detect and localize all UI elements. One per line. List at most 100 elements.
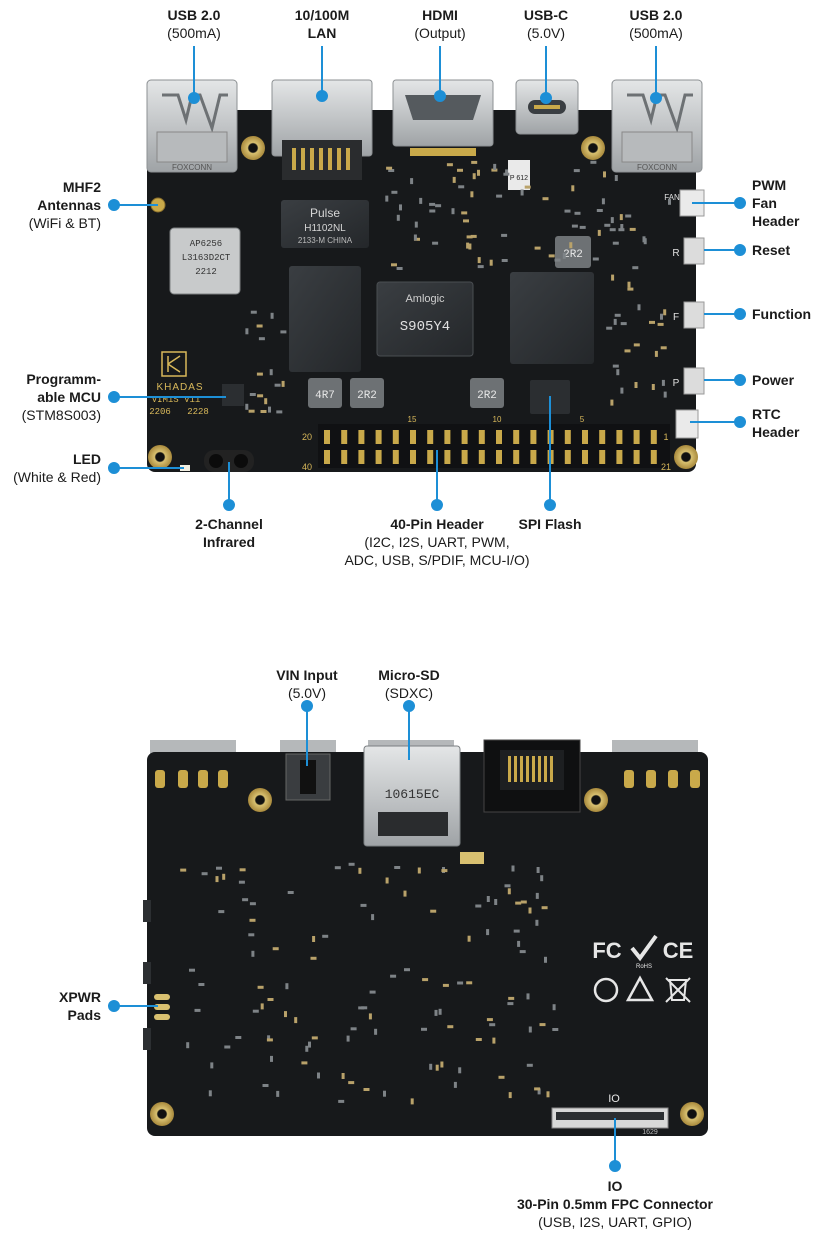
smd-component <box>477 265 484 269</box>
smd-component <box>569 242 573 249</box>
smd-component <box>619 214 623 221</box>
smd-component <box>467 935 471 942</box>
smd-component <box>466 242 470 249</box>
label-function: Function <box>752 305 818 323</box>
smd-component <box>269 369 273 376</box>
smd-component <box>260 410 267 413</box>
smd-component <box>256 324 263 328</box>
smd-component <box>224 1045 231 1049</box>
smd-component <box>218 910 225 914</box>
label-title: RTC <box>752 406 781 422</box>
smd-component <box>249 393 256 396</box>
header-pin <box>513 430 520 444</box>
smd-component <box>242 898 249 902</box>
smd-component <box>189 968 195 972</box>
smd-component <box>546 1091 550 1098</box>
smd-component <box>262 1084 269 1087</box>
smd-component <box>612 241 619 245</box>
smd-component <box>614 313 621 317</box>
header-pin <box>341 430 348 444</box>
callout-dot <box>544 499 556 511</box>
soc-part: S905Y4 <box>400 319 450 335</box>
smd-component <box>414 221 418 228</box>
callout-dot <box>403 700 415 712</box>
smd-component <box>194 1008 201 1012</box>
pin-label-5: 5 <box>580 415 585 424</box>
gold-pads <box>155 770 700 788</box>
smd-component <box>520 189 524 196</box>
smd-component <box>258 337 265 341</box>
smd-component <box>471 160 478 164</box>
power-button-body <box>683 367 705 395</box>
led-indicator <box>180 465 190 471</box>
mount-hole <box>581 136 605 160</box>
smd-component <box>369 990 376 994</box>
smd-component <box>267 998 274 1001</box>
smd-component <box>513 929 520 933</box>
btn-r-silk: R <box>672 248 679 259</box>
smd-component <box>434 1009 438 1016</box>
smd-component <box>457 168 463 172</box>
mount-hole <box>241 136 265 160</box>
smd-component <box>453 1081 457 1088</box>
smd-component <box>573 169 580 173</box>
callout-dot <box>108 199 120 211</box>
pin-label-15: 15 <box>408 415 417 424</box>
smd-component <box>312 936 316 942</box>
btn-f-silk: F <box>673 312 679 323</box>
smd-component <box>430 909 437 913</box>
smd-component <box>657 322 664 326</box>
smd-component <box>515 901 522 905</box>
sd-part-silk: 10615EC <box>385 787 440 802</box>
label-title: 10/100M <box>294 7 350 23</box>
smd-component <box>470 191 474 198</box>
label-title: USB-C <box>523 7 569 23</box>
inductor-label: 4R7 <box>315 390 335 402</box>
smd-component <box>256 372 263 376</box>
pin-label-21: 21 <box>661 462 671 472</box>
header-pin <box>599 450 606 464</box>
smd-component <box>508 996 515 1000</box>
smd-component <box>542 197 549 201</box>
smd-component <box>668 198 671 205</box>
smd-component <box>270 1055 273 1062</box>
label-microsd: Micro-SD (SDXC) <box>349 666 469 702</box>
header-pin <box>324 450 330 464</box>
smd-component <box>537 1088 541 1095</box>
hdmi-connector <box>392 79 494 156</box>
smd-component <box>216 866 222 870</box>
label-sub: (USB, I2S, UART, GPIO) <box>538 1214 692 1230</box>
smd-component <box>311 1036 318 1040</box>
label-title: Reset <box>752 242 791 258</box>
mount-hole <box>680 1102 704 1126</box>
smd-component <box>494 899 498 905</box>
smd-component <box>251 950 255 957</box>
label-title: Header <box>752 213 800 229</box>
ce-mark: CE <box>663 938 694 963</box>
smd-component <box>620 322 627 326</box>
smd-component <box>536 867 540 873</box>
smd-component <box>363 1088 370 1091</box>
header-pin <box>444 450 451 464</box>
board-model-text: VIM1S V11 <box>152 395 201 405</box>
smd-component <box>660 346 667 350</box>
header-pin <box>496 430 502 444</box>
smd-component <box>301 1061 308 1065</box>
smd-component <box>270 312 274 319</box>
smd-component <box>404 968 410 972</box>
smd-component <box>417 867 421 874</box>
khadas-text: KHADAS <box>156 382 203 393</box>
smd-component <box>519 950 526 954</box>
certification-marks: FC RoHS CE <box>592 934 694 1003</box>
smd-component <box>410 1098 414 1105</box>
smd-component <box>238 880 245 884</box>
smd-component <box>534 1087 541 1091</box>
smd-component <box>360 903 367 907</box>
smd-component <box>222 873 226 880</box>
smd-component <box>429 202 436 206</box>
label-40pin: 40-Pin Header (I2C, I2S, UART, PWM, ADC,… <box>327 515 547 569</box>
smd-component <box>422 978 429 982</box>
header-pin <box>375 450 382 464</box>
smd-component <box>614 175 618 181</box>
